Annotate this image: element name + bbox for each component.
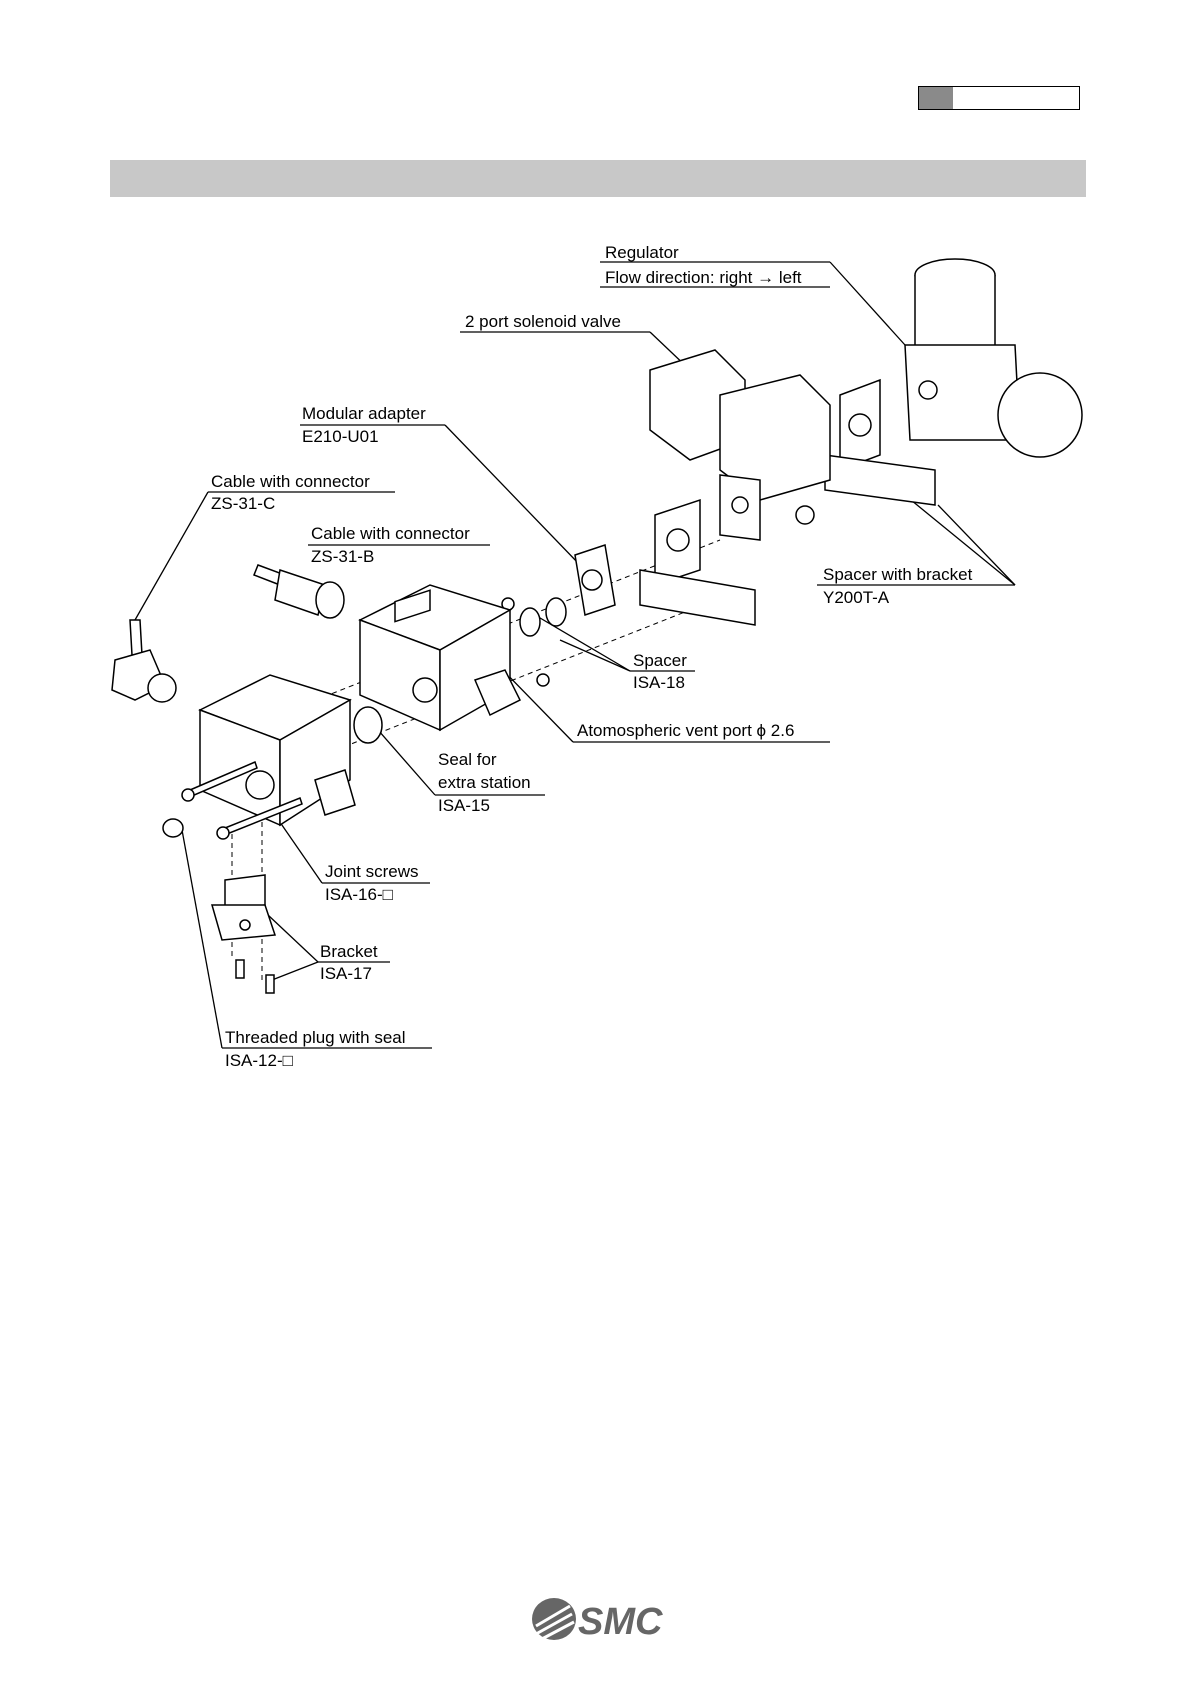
solenoid-valve-part — [649, 349, 831, 541]
label-spacer-bracket: Spacer with bracket — [823, 565, 973, 584]
threaded-plug-part — [162, 818, 184, 838]
label-cable-b: Cable with connector — [311, 524, 470, 543]
leader-cable-c — [134, 491, 209, 621]
leader-regulator — [829, 261, 906, 346]
leader-seal — [377, 729, 436, 796]
label-seal-line1: Seal for — [438, 750, 497, 769]
cable-c-part — [111, 619, 177, 703]
cable-b-part — [253, 564, 345, 619]
label-vent-port: Atomospheric vent port ϕ 2.6 — [577, 721, 795, 740]
spacer-ring-2 — [545, 597, 567, 627]
label-joint-screws: Joint screws — [325, 862, 419, 881]
modular-adapter-part — [574, 544, 616, 616]
leader-joint — [274, 814, 323, 884]
seal-ring — [353, 706, 383, 744]
label-seal-code: ISA-15 — [438, 796, 490, 815]
spacer-ring-1 — [519, 607, 541, 637]
leader-spacer-bracket-1 — [937, 504, 1016, 586]
label-modular-adapter: Modular adapter — [302, 404, 426, 423]
label-regulator-flow: Flow direction: right → left — [605, 268, 802, 287]
page-tag-fill — [919, 87, 953, 109]
leader-plug — [181, 829, 223, 1049]
spacer-bracket-part — [824, 378, 936, 506]
label-plug: Threaded plug with seal — [225, 1028, 406, 1047]
bracket-part — [211, 874, 277, 941]
smc-logo: SMC — [532, 1598, 663, 1642]
label-bracket-code: ISA-17 — [320, 964, 372, 983]
label-spacer: Spacer — [633, 651, 687, 670]
label-joint-screws-code: ISA-16-□ — [325, 885, 393, 904]
page-tag — [918, 86, 1080, 110]
label-spacer-bracket-code: Y200T-A — [823, 588, 890, 607]
label-cable-b-code: ZS-31-B — [311, 547, 375, 566]
bracket-screw-2 — [265, 974, 275, 994]
label-cable-c-code: ZS-31-C — [211, 494, 276, 513]
label-modular-adapter-code: E210-U01 — [302, 427, 379, 446]
sensor-unit-upper — [358, 584, 522, 732]
leader-bracket-1 — [267, 914, 319, 963]
regulator-part — [904, 258, 1083, 458]
label-bracket: Bracket — [320, 942, 378, 961]
label-solenoid-valve: 2 port solenoid valve — [465, 312, 621, 331]
label-cable-c: Cable with connector — [211, 472, 370, 491]
label-regulator: Regulator — [605, 243, 679, 262]
spacer-bracket-part-2 — [639, 498, 756, 626]
leader-bracket-2 — [271, 961, 319, 981]
bracket-screw-1 — [235, 959, 245, 979]
logo-text: SMC — [578, 1601, 663, 1642]
leader-spacer-1 — [559, 639, 631, 672]
sensor-unit-lower — [198, 674, 356, 827]
section-header-bar — [110, 160, 1086, 197]
leader-adapter — [444, 424, 581, 566]
nut-lower — [536, 673, 550, 687]
joint-screws-part — [181, 760, 303, 840]
label-spacer-code: ISA-18 — [633, 673, 685, 692]
label-plug-code: ISA-12-□ — [225, 1051, 293, 1070]
label-seal-line2: extra station — [438, 773, 531, 792]
